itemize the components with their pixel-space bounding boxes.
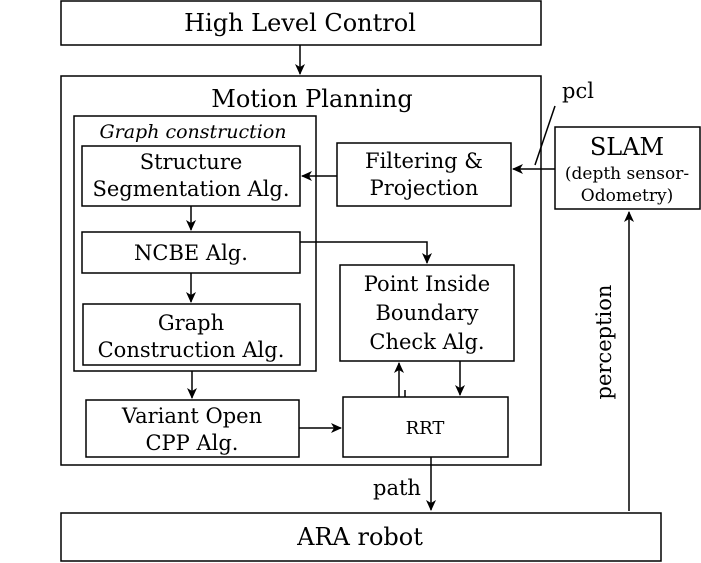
ncbe-node: NCBE Alg. <box>81 231 301 274</box>
ara-robot-node: ARA robot <box>60 512 662 562</box>
rrt-node: RRT <box>342 396 509 458</box>
filtering-projection-line2: Projection <box>370 176 479 200</box>
perception-label: perception <box>592 285 616 400</box>
pcl-label: pcl <box>562 79 594 103</box>
slam-node: SLAM (depth sensor- Odometry) <box>554 126 701 210</box>
slam-title: SLAM <box>590 133 664 161</box>
ncbe-label: NCBE Alg. <box>134 241 248 265</box>
filtering-projection-line1: Filtering & <box>365 149 483 173</box>
slam-line3: Odometry) <box>581 186 673 206</box>
ara-robot-label: ARA robot <box>296 523 423 551</box>
point-inside-line2: Boundary <box>376 301 479 325</box>
graph-construction-alg-line1: Graph <box>158 311 224 335</box>
variant-open-cpp-line2: CPP Alg. <box>145 431 238 455</box>
structure-segmentation-node: Structure Segmentation Alg. <box>81 145 301 207</box>
graph-construction-alg-line2: Construction Alg. <box>98 338 285 362</box>
high-level-control-node: High Level Control <box>60 0 542 46</box>
point-inside-line3: Check Alg. <box>369 330 484 354</box>
graph-construction-title: Graph construction <box>99 121 286 143</box>
filtering-projection-node: Filtering & Projection <box>336 142 512 207</box>
path-label: path <box>373 476 421 500</box>
graph-construction-alg-node: Graph Construction Alg. <box>82 303 301 366</box>
structure-segmentation-line2: Segmentation Alg. <box>92 177 289 201</box>
structure-segmentation-line1: Structure <box>140 150 243 174</box>
slam-line2: (depth sensor- <box>565 164 689 184</box>
variant-open-cpp-line1: Variant Open <box>121 404 262 428</box>
rrt-label: RRT <box>406 418 445 439</box>
high-level-control-label: High Level Control <box>184 9 416 37</box>
point-inside-boundary-node: Point Inside Boundary Check Alg. <box>339 264 515 362</box>
point-inside-line1: Point Inside <box>364 272 490 296</box>
arrow-ncbe-to-point-inside <box>300 241 432 264</box>
variant-open-cpp-node: Variant Open CPP Alg. <box>85 399 300 458</box>
pcl-leader-line <box>534 105 556 166</box>
motion-planning-title: Motion Planning <box>211 85 412 113</box>
